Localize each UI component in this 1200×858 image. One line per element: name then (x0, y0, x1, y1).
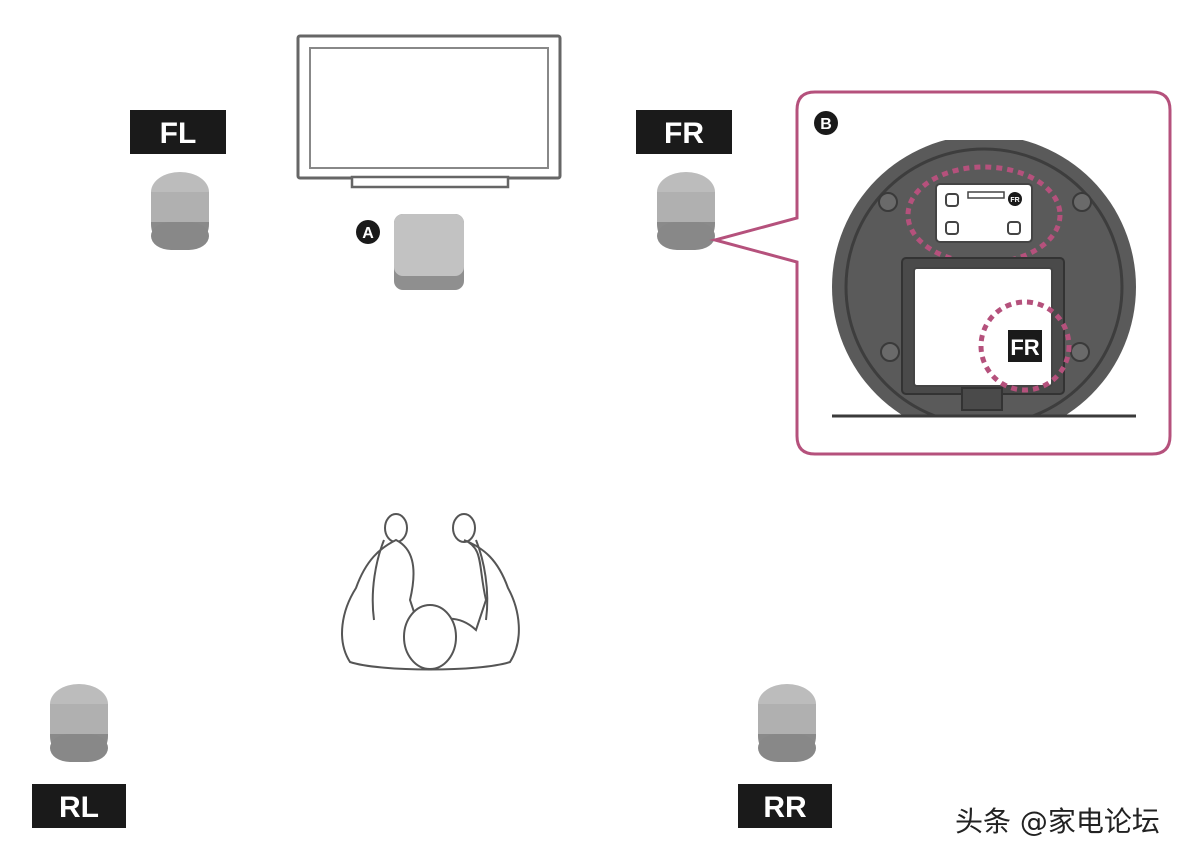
callout-a-marker: A (356, 220, 380, 244)
label-rear-left-text: RL (59, 791, 99, 824)
callout-b-marker: B (814, 111, 838, 135)
label-rear-right: RR (738, 784, 832, 828)
listener-figure (341, 513, 520, 671)
label-front-right-text: FR (664, 117, 704, 150)
label-front-left: FL (130, 110, 226, 154)
label-rear-left: RL (32, 784, 126, 828)
callout-a-letter: A (362, 225, 374, 242)
speaker-front-right (657, 172, 715, 250)
detail-fr-tag-text: FR (1010, 335, 1039, 360)
speaker-rear-left (50, 684, 108, 762)
label-front-right: FR (636, 110, 732, 154)
speaker-underside-detail: FR FR (832, 140, 1136, 418)
upper-highlight-ring (905, 164, 1063, 266)
speaker-rear-right (758, 684, 816, 762)
label-rear-right-text: RR (763, 791, 807, 824)
speaker-front-left (151, 172, 209, 250)
subwoofer-box (394, 214, 464, 290)
label-front-left-text: FL (160, 117, 197, 150)
lower-highlight-ring (978, 299, 1072, 393)
tv (296, 34, 562, 189)
callout-b-letter: B (820, 116, 832, 133)
watermark: 头条 @家电论坛 (955, 805, 1160, 838)
small-fr-tag-text: FR (1010, 197, 1019, 204)
